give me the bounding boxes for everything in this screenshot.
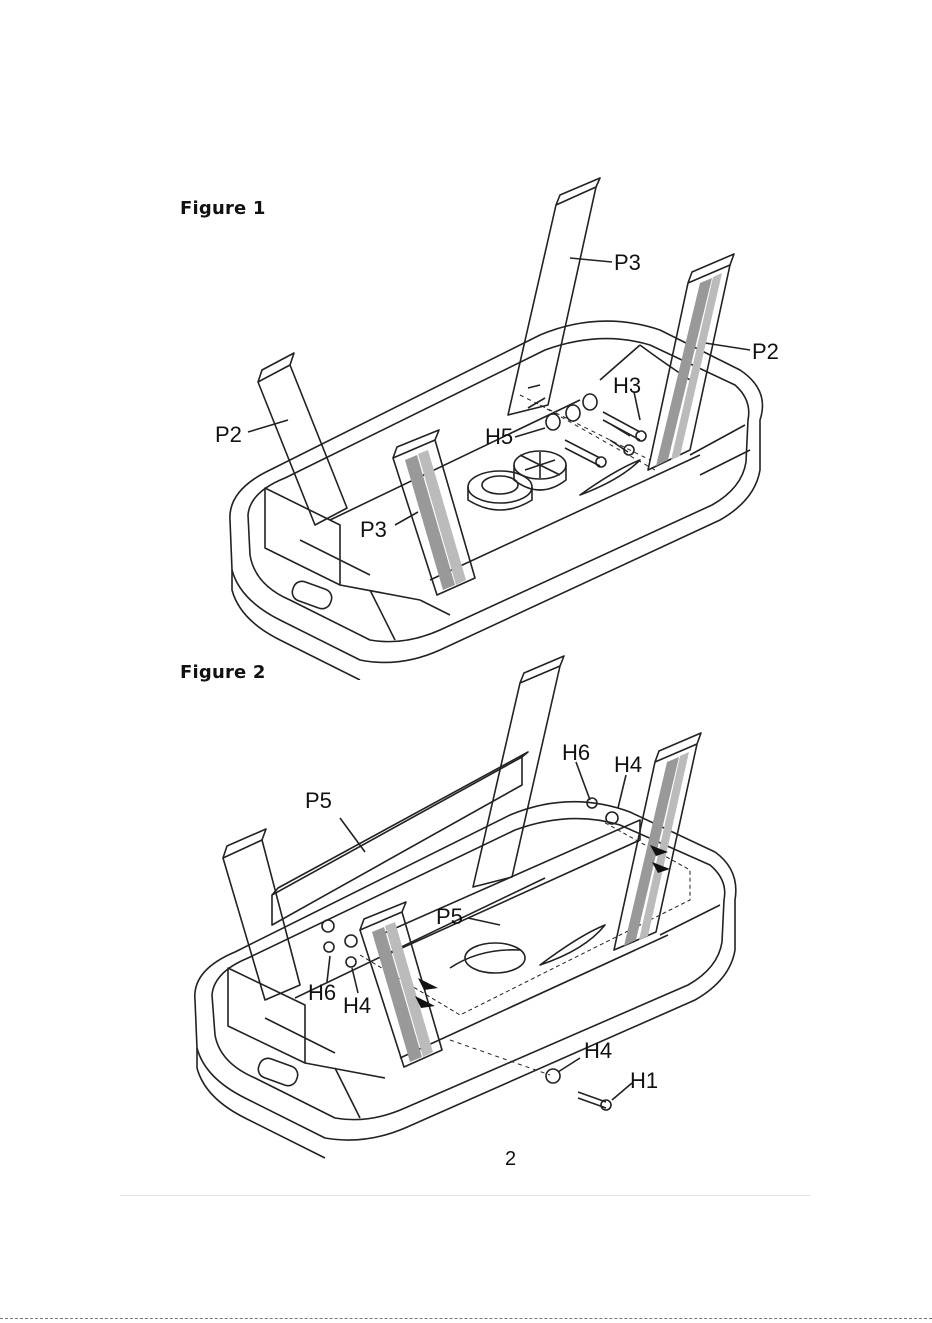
label-h6-top: H6	[562, 740, 590, 765]
page-bottom-border	[0, 1318, 932, 1319]
footer-divider	[120, 1195, 810, 1196]
figure-2-diagram: H6 H4 P5 P5 H6 H4 H4 H1	[0, 0, 932, 1200]
label-h4-top: H4	[614, 752, 642, 777]
label-h1: H1	[630, 1068, 658, 1093]
brace-p5-top	[272, 757, 522, 925]
page-number: 2	[505, 1148, 516, 1171]
label-h4-left: H4	[343, 993, 371, 1018]
label-h6-left: H6	[308, 980, 336, 1005]
label-p5-mid: P5	[436, 904, 463, 929]
brace-p5-mid	[380, 820, 640, 958]
label-p5-top: P5	[305, 788, 332, 813]
leg-left	[223, 840, 300, 1000]
label-h4-bottom: H4	[584, 1038, 612, 1063]
